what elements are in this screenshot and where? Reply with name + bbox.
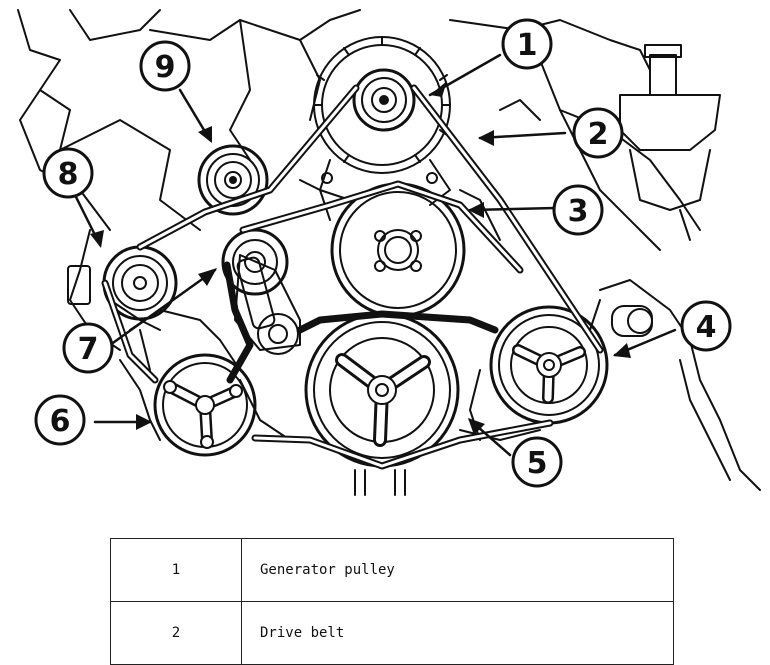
callout-5-label: 5 xyxy=(527,446,548,481)
table-row: 1 Generator pulley xyxy=(110,538,674,602)
callout-2-label: 2 xyxy=(588,117,609,152)
table-row: 2 Drive belt xyxy=(110,601,674,665)
generator-pulley xyxy=(352,68,416,132)
callout-4: 4 xyxy=(680,300,732,352)
callout-arrowheads xyxy=(90,81,631,435)
callout-8: 8 xyxy=(42,147,94,199)
callout-8-label: 8 xyxy=(58,157,79,192)
water-pump-pulley xyxy=(330,182,466,318)
callout-4-label: 4 xyxy=(696,310,717,345)
callout-3: 3 xyxy=(552,184,604,236)
callout-1: 1 xyxy=(501,18,553,70)
ac-compressor-pulley xyxy=(153,353,257,457)
part-number-cell: 1 xyxy=(110,538,242,602)
callout-1-label: 1 xyxy=(517,28,538,63)
callout-7-label: 7 xyxy=(78,332,99,367)
part-number-cell: 2 xyxy=(110,601,242,665)
callout-2: 2 xyxy=(572,107,624,159)
engine-linework xyxy=(17,9,761,496)
part-description-cell: Generator pulley xyxy=(241,538,674,602)
callout-5: 5 xyxy=(511,436,563,488)
upper-idler-pulley xyxy=(197,144,269,216)
callout-3-label: 3 xyxy=(568,194,589,229)
drive-belt-inner xyxy=(103,86,602,468)
reservoir xyxy=(619,44,721,241)
callout-6: 6 xyxy=(34,394,86,446)
power-steering-pulley xyxy=(489,305,653,425)
callout-9-label: 9 xyxy=(155,50,176,85)
callout-7: 7 xyxy=(62,322,114,374)
parts-legend-table: 1 Generator pulley 2 Drive belt xyxy=(110,538,674,665)
belt-routing-diagram: 1 2 3 4 5 6 7 8 9 xyxy=(17,9,761,496)
callout-9: 9 xyxy=(139,40,191,92)
part-description-cell: Drive belt xyxy=(241,601,674,665)
callout-6-label: 6 xyxy=(50,404,71,439)
